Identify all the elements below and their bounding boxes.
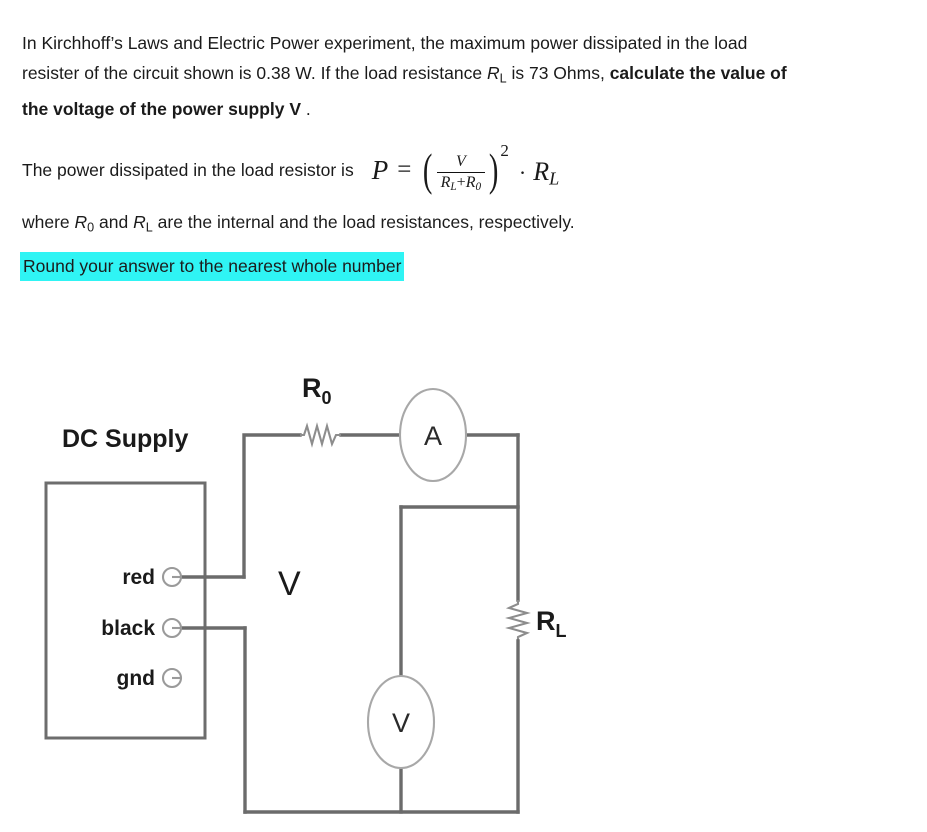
p-symbol: P	[371, 154, 389, 185]
where-r0-sub: 0	[87, 220, 95, 235]
load-resistor-subscript: L	[556, 621, 567, 641]
internal-resistor-letter: R	[302, 373, 322, 403]
rl-result-letter: R	[533, 156, 550, 186]
voltmeter-symbol	[366, 674, 436, 770]
den-r0: R	[465, 174, 476, 192]
exponent-two: 2	[500, 140, 509, 160]
load-resistor-label: RL	[536, 606, 567, 641]
load-resistor-letter: R	[536, 606, 556, 636]
den-rl: R	[440, 174, 451, 192]
den-rl-sub: L	[450, 181, 457, 194]
rl-result-term: RL	[533, 157, 559, 190]
question-line-2-bold: calculate the value of	[609, 63, 787, 83]
where-part-1: where	[22, 212, 75, 232]
power-equation: P = ( V RL+R0 ) 2 · RL	[371, 141, 560, 195]
question-line-1-text: In Kirchhoff’s Laws and Electric Power e…	[22, 33, 748, 53]
where-r0: R	[74, 212, 88, 232]
terminal-label-black: black	[101, 617, 155, 640]
den-plus: +	[456, 174, 466, 192]
dc-supply-box	[44, 481, 207, 740]
where-clause: where R0 and RL are the internal and the…	[22, 207, 575, 243]
question-line-3-tail: .	[301, 98, 311, 119]
where-rl: R	[133, 212, 146, 232]
ammeter-symbol	[398, 387, 468, 483]
question-line-3-bold: the voltage of the power supply V	[22, 98, 302, 119]
supply-voltage-label: V	[278, 565, 301, 603]
rl-result-sub: L	[549, 168, 560, 189]
dc-supply-label: DC Supply	[62, 425, 188, 453]
where-part-3: are the internal and the load resistance…	[152, 212, 575, 232]
formula-lead-text: The power dissipated in the load resisto…	[22, 160, 354, 180]
where-part-2: and	[94, 212, 134, 232]
question-line-2-lead: resister of the circuit shown is 0.38 W.…	[22, 63, 487, 83]
ammeter-letter: A	[424, 421, 442, 451]
question-line-2: resister of the circuit shown is 0.38 W.…	[22, 58, 902, 94]
question-line-2-mid: is 73 Ohms,	[506, 63, 610, 83]
where-rl-sub: L	[145, 220, 153, 235]
load-resistor-rl-symbol	[505, 600, 531, 641]
power-formula-row: The power dissipated in the load resisto…	[22, 141, 560, 198]
rl-subscript-inline: L	[499, 71, 507, 86]
voltage-over-resistance-fraction: V RL+R0	[436, 152, 486, 193]
terminal-label-gnd: gnd	[117, 667, 155, 690]
right-paren: )	[488, 143, 499, 195]
terminal-label-red: red	[122, 566, 155, 589]
internal-resistor-r0-symbol	[300, 422, 341, 448]
multiplication-dot: ·	[518, 160, 527, 185]
fraction-denominator: RL+R0	[437, 173, 485, 193]
internal-resistor-subscript: 0	[322, 388, 332, 408]
equals-sign: =	[397, 156, 412, 183]
internal-resistor-label: R0	[302, 373, 332, 408]
den-r0-sub: 0	[475, 181, 482, 194]
parenthesized-fraction: ( V RL+R0 ) 2	[420, 141, 510, 195]
question-line-1: In Kirchhoff’s Laws and Electric Power e…	[22, 28, 902, 58]
fraction-bar	[436, 171, 486, 174]
fraction-numerator: V	[455, 152, 466, 170]
question-text-block: In Kirchhoff’s Laws and Electric Power e…	[22, 28, 902, 124]
circuit-diagram: A V red black gnd DC Supply R0 RL V	[0, 355, 927, 832]
wire-top-left-riser	[242, 433, 302, 579]
question-line-3: the voltage of the power supply V .	[22, 94, 902, 124]
rl-symbol-inline: R	[486, 63, 500, 83]
left-paren: (	[423, 143, 433, 195]
rounding-instruction-highlight: Round your answer to the nearest whole n…	[20, 252, 405, 281]
voltmeter-letter: V	[392, 708, 410, 738]
